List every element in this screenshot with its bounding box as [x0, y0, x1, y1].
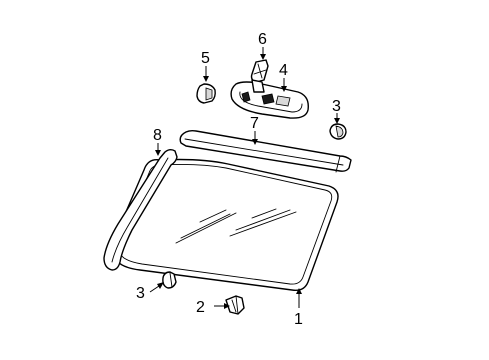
mount-cover [196, 83, 216, 104]
windshield-glass [110, 158, 339, 292]
callout-5: 5 [201, 50, 210, 67]
side-molding [103, 149, 178, 271]
callout-3-clip: 3 [136, 285, 145, 302]
callout-3-cap: 3 [332, 98, 341, 115]
retainer-clip [162, 271, 177, 289]
upper-molding [179, 129, 352, 173]
leader-lines [149, 47, 340, 309]
callout-8: 8 [153, 127, 162, 144]
mirror-mount [250, 59, 269, 93]
rearview-mirror [230, 81, 309, 119]
callout-1: 1 [294, 311, 303, 328]
sensor-cap [329, 123, 347, 140]
callout-2: 2 [196, 299, 205, 316]
callout-4: 4 [279, 62, 288, 79]
spacer-block [225, 295, 245, 315]
callout-7: 7 [250, 115, 259, 132]
callout-6: 6 [258, 31, 267, 48]
